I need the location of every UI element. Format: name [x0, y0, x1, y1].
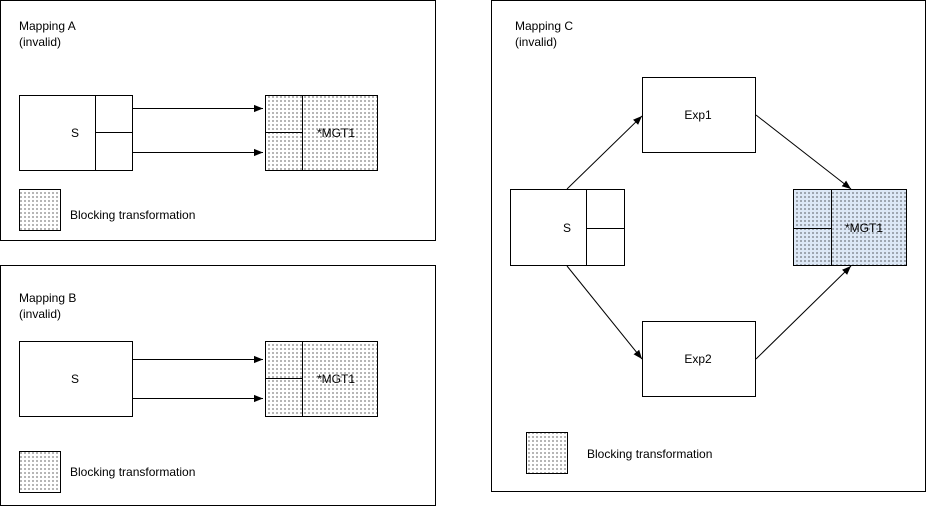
mapping-c-arrow-source-exp2	[566, 265, 643, 360]
mapping-b-status: (invalid)	[19, 307, 61, 321]
mapping-c-legend-swatch	[526, 432, 568, 474]
mapping-a-title: Mapping A	[19, 19, 76, 33]
mapping-a-target-label: *MGT1	[317, 126, 355, 140]
mapping-c-legend-label: Blocking transformation	[587, 447, 712, 461]
mapping-a-panel: Mapping A (invalid) S *MGT1 Blocking tra…	[0, 0, 436, 241]
mapping-c-title: Mapping C	[515, 19, 573, 33]
mapping-c-exp1: Exp1	[642, 77, 756, 153]
mapping-c-arrow-exp1-target	[755, 114, 852, 190]
mapping-b-panel: Mapping B (invalid) S *MGT1 Blocking tra…	[0, 265, 436, 506]
mapping-c-exp2-label: Exp2	[684, 352, 712, 366]
mapping-c-arrow-exp2-target	[755, 265, 852, 360]
mapping-a-legend-swatch	[19, 189, 61, 231]
mapping-c-source: S	[510, 189, 625, 266]
mapping-b-title: Mapping B	[19, 291, 76, 305]
mapping-c-target: *MGT1	[793, 189, 907, 266]
mapping-c-exp1-label: Exp1	[684, 108, 712, 122]
mapping-a-status: (invalid)	[19, 35, 61, 49]
mapping-a-source: S	[19, 95, 133, 171]
mapping-c-panel: Mapping C (invalid) S Exp1 Exp2 *MGT1 Bl…	[491, 0, 926, 492]
mapping-b-source: S	[19, 341, 133, 417]
mapping-c-target-label: *MGT1	[845, 221, 883, 235]
mapping-b-legend-swatch	[19, 451, 61, 493]
mapping-b-legend-label: Blocking transformation	[70, 465, 195, 479]
mapping-a-target: *MGT1	[265, 95, 378, 171]
mapping-c-status: (invalid)	[515, 35, 557, 49]
mapping-b-source-label: S	[71, 372, 79, 386]
mapping-a-legend-label: Blocking transformation	[70, 208, 195, 222]
mapping-c-exp2: Exp2	[642, 321, 756, 397]
mapping-c-arrow-source-exp1	[566, 115, 643, 190]
mapping-b-target: *MGT1	[265, 341, 378, 417]
mapping-b-target-label: *MGT1	[317, 372, 355, 386]
mapping-c-source-label: S	[563, 221, 571, 235]
mapping-a-source-label: S	[71, 126, 79, 140]
